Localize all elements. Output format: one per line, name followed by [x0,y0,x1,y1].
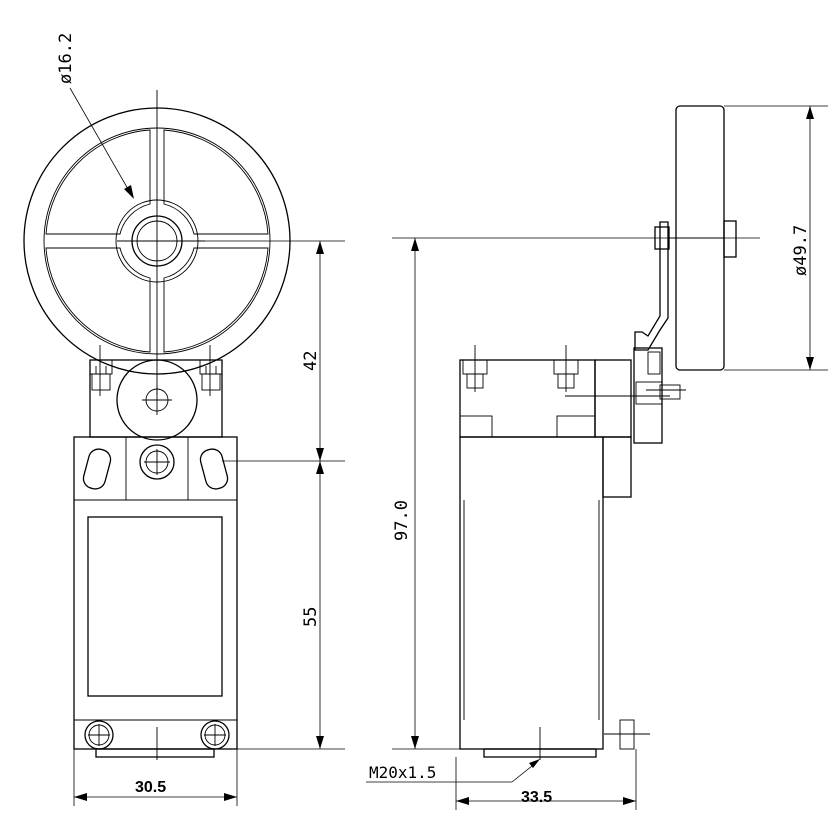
dim-wheel-diameter: ø49.7 [791,225,811,276]
dim-thread: M20x1.5 [369,763,436,782]
side-lever [633,220,737,444]
front-view: ø16.2 42 55 30.5 [23,33,345,806]
dim-height-top: 42 [301,351,321,371]
dim-width-side: 33.5 [521,789,552,806]
front-body [73,436,238,760]
dim-total-height: 97.0 [392,500,412,541]
front-head [89,345,223,441]
dim-height-body: 55 [301,607,321,627]
dim-roller-diameter: ø16.2 [56,33,76,84]
front-wheel [23,90,291,395]
side-view: 97.0 ø49.7 33.5 M20x1.5 [366,105,828,810]
side-body [459,436,650,760]
front-dimensions [69,87,345,806]
dim-width-front: 30.5 [135,779,166,796]
side-head [459,345,670,438]
side-dimensions [366,105,828,810]
